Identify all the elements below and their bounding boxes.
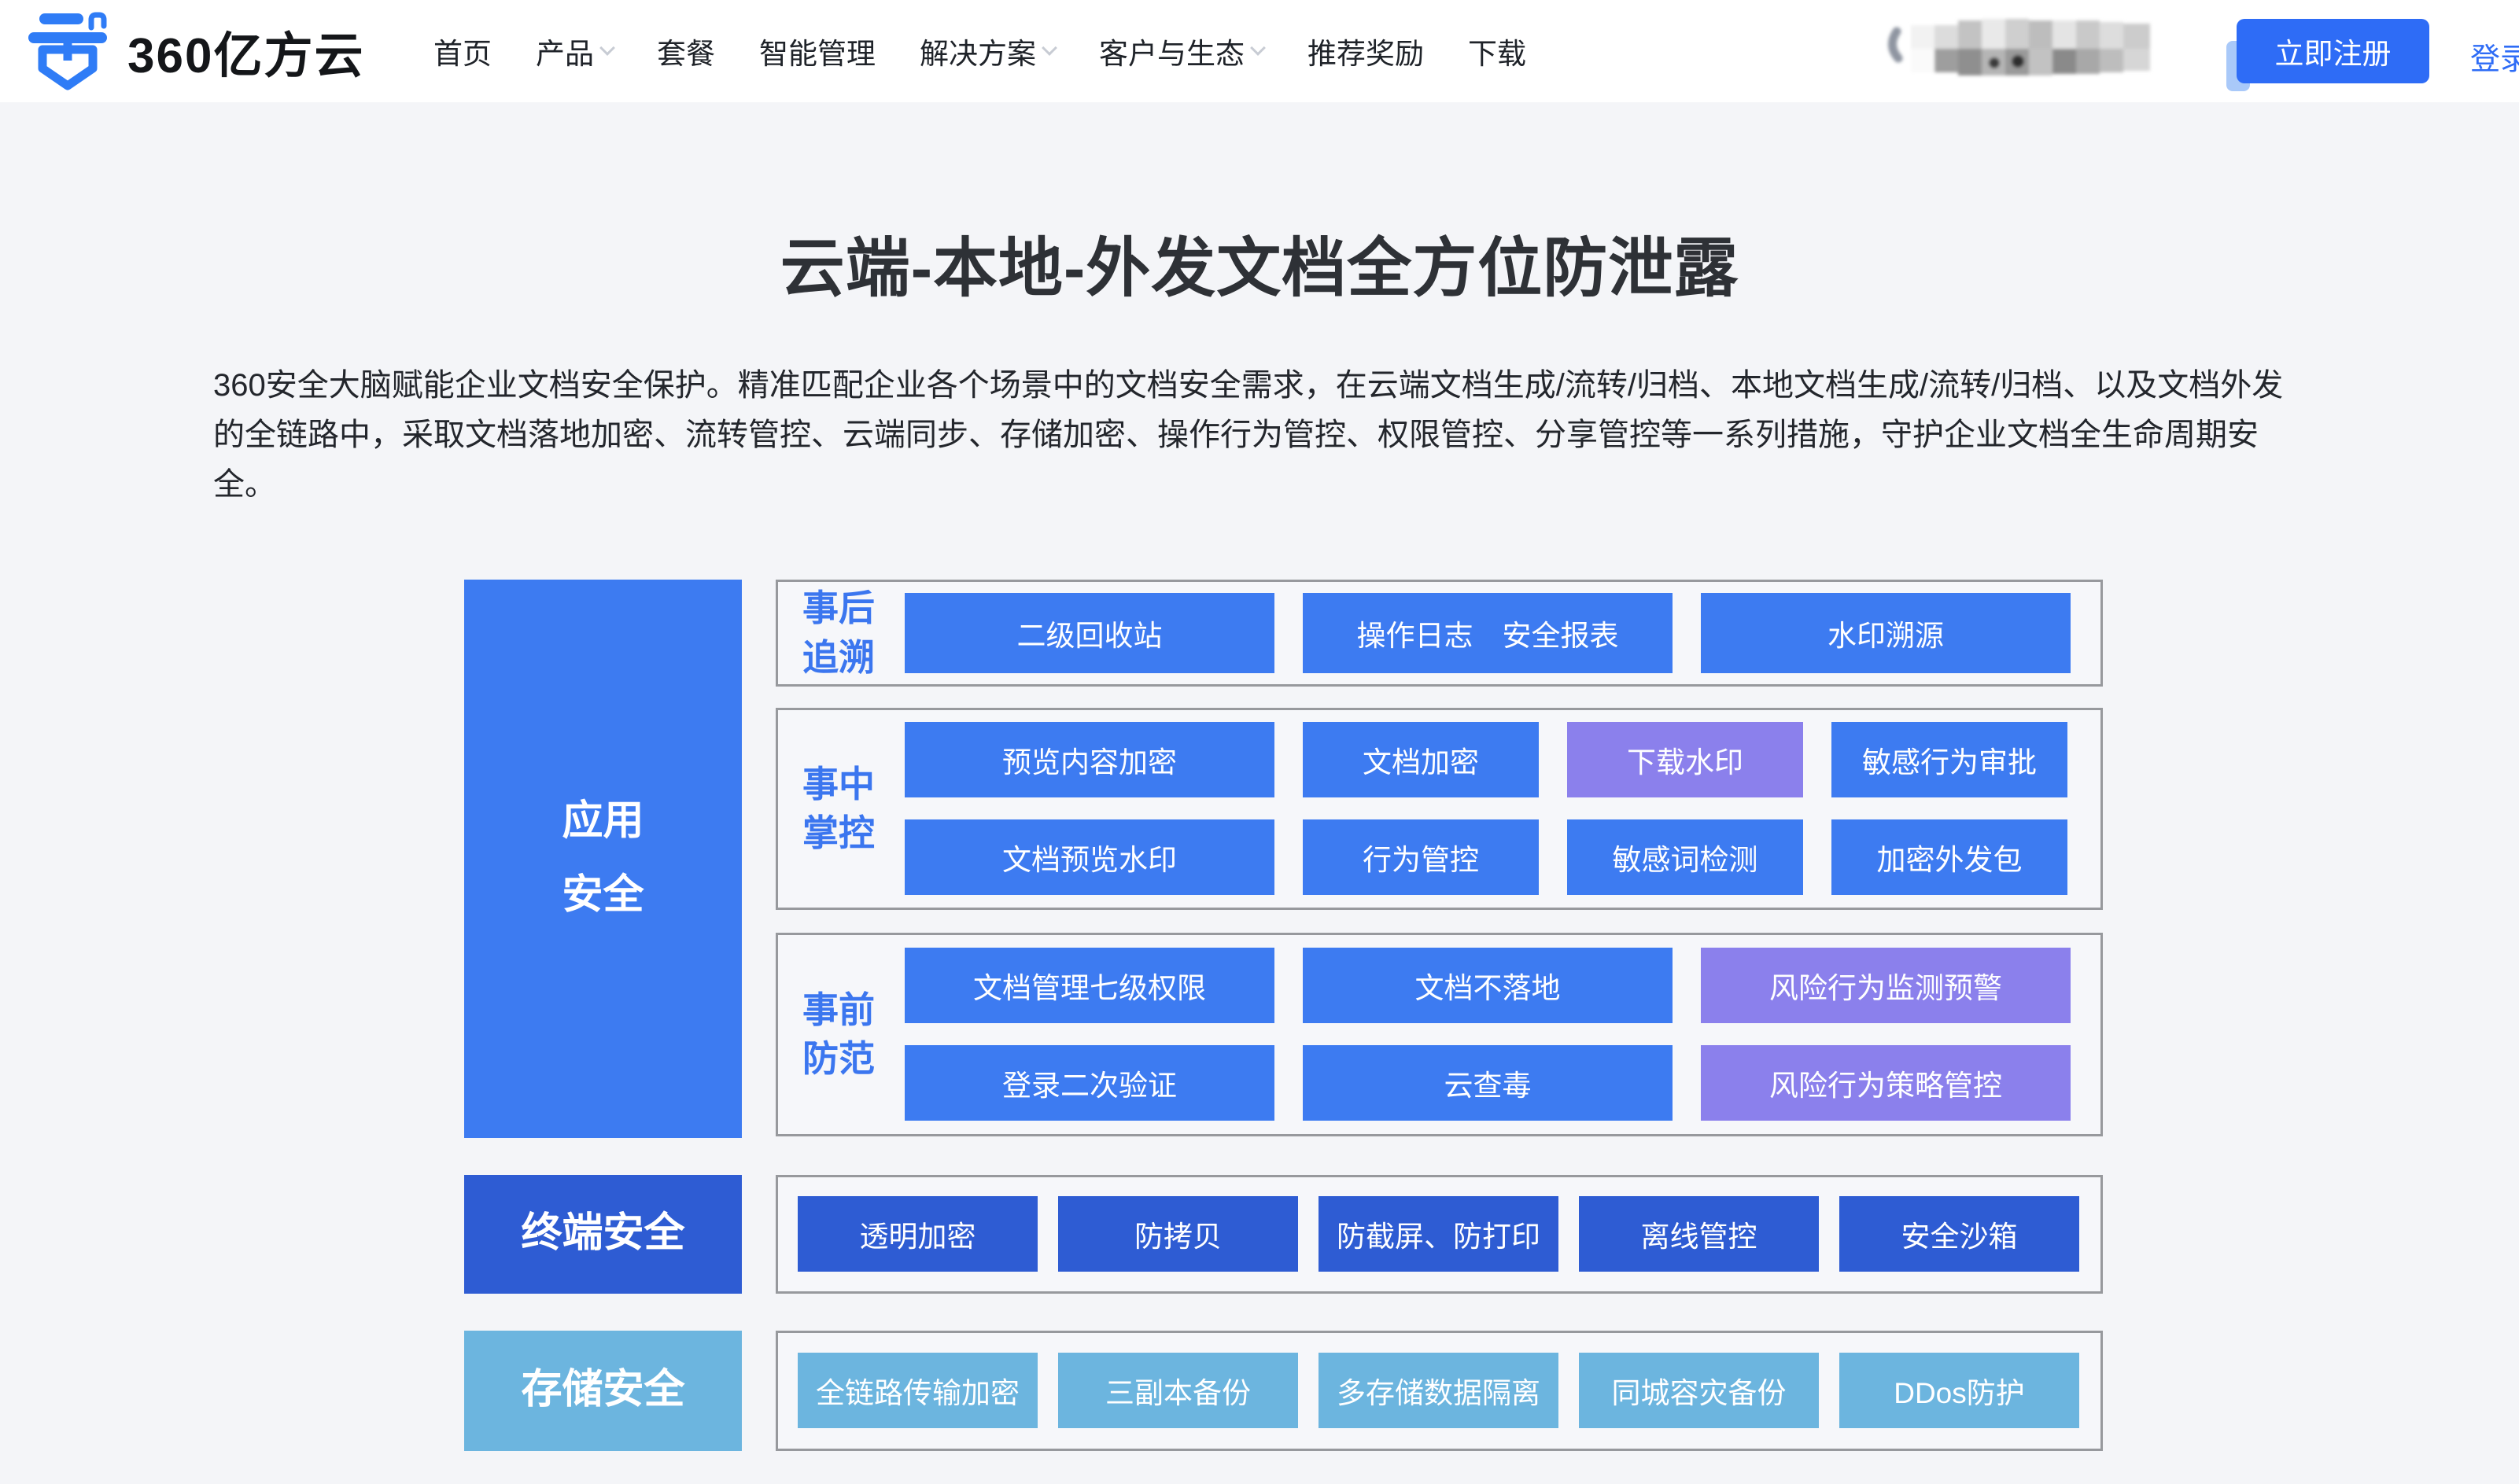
brand-logo-icon [24,9,112,94]
main-nav: 首页 产品 套餐 智能管理 解决方案 客户与生态 推荐奖励 下载 [433,0,1526,102]
chevron-down-icon [1250,40,1266,56]
feature-chip: 多存储数据隔离 [1319,1353,1558,1429]
feature-chip: 下载水印 [1567,722,1803,798]
nav-item-customers-ecosystem[interactable]: 客户与生态 [1099,30,1266,72]
feature-chip: 行为管控 [1303,819,1539,896]
feature-chip: 加密外发包 [1831,819,2067,896]
feature-chip: 敏感行为审批 [1831,722,2067,798]
feature-chip: 文档预览水印 [905,819,1274,896]
feature-chip: 安全沙箱 [1839,1196,2079,1272]
redacted-phone-number [1884,11,2161,87]
feature-chip: 文档管理七级权限 [905,948,1274,1024]
phase-box-in-process-control: 事中 掌控 预览内容加密 文档加密 下载水印 敏感行为审批 文档预览水印 行为管… [776,707,2103,910]
phase-label: 事后 追溯 [802,587,875,678]
register-button[interactable]: 立即注册 [2237,19,2429,83]
nav-item-download[interactable]: 下载 [1468,38,1526,70]
page-content: 云端-本地-外发文档全方位防泄露 360安全大脑赋能企业文档安全保护。精准匹配企… [0,102,2519,1453]
nav-item-solutions[interactable]: 解决方案 [920,30,1057,72]
phase-label: 事前 防范 [802,989,875,1080]
block-storage-security: 存储安全 [464,1330,742,1451]
feature-chip: 全链路传输加密 [798,1353,1038,1429]
chevron-down-icon [1042,40,1057,56]
nav-item-packages[interactable]: 套餐 [657,38,715,70]
feature-chip: 水印溯源 [1701,592,2071,673]
feature-chip: 登录二次验证 [905,1045,1274,1121]
feature-chip: 敏感词检测 [1567,819,1803,896]
phase-label: 事中 掌控 [802,763,875,854]
feature-chip: 透明加密 [798,1196,1038,1272]
feature-chip: 文档不落地 [1303,948,1673,1024]
feature-chip: 防拷贝 [1058,1196,1298,1272]
nav-item-home[interactable]: 首页 [433,38,492,70]
security-architecture-diagram: 应用 安全 终端安全 存储安全 事后 追溯 二级回收站 操作日志 安全报表 水印… [464,579,2103,1453]
feature-chip: 预览内容加密 [905,722,1274,798]
feature-chip: 风险行为监测预警 [1701,948,2071,1024]
login-link[interactable]: 登录 [2470,43,2519,76]
page-description: 360安全大脑赋能企业文档安全保护。精准匹配企业各个场景中的文档安全需求，在云端… [213,368,2284,503]
page-title: 云端-本地-外发文档全方位防泄露 [780,233,1739,304]
feature-chip: 文档加密 [1303,722,1539,798]
top-navbar: 360亿方云 首页 产品 套餐 智能管理 解决方案 客户与生态 推荐奖励 下载 [0,0,2519,102]
feature-chip: 三副本备份 [1058,1353,1298,1429]
feature-chip: 风险行为策略管控 [1701,1045,2071,1121]
feature-chip: DDos防护 [1839,1353,2079,1429]
feature-chip: 离线管控 [1579,1196,1819,1272]
nav-item-referral-rewards[interactable]: 推荐奖励 [1307,38,1424,70]
feature-box-storage-security: 全链路传输加密 三副本备份 多存储数据隔离 同城容灾备份 DDos防护 [776,1330,2103,1451]
feature-chip: 同城容灾备份 [1579,1353,1819,1429]
feature-chip: 二级回收站 [905,592,1274,673]
brand-logo[interactable]: 360亿方云 [24,0,364,102]
nav-item-products[interactable]: 产品 [536,30,615,72]
block-terminal-security: 终端安全 [464,1174,742,1294]
feature-chip: 操作日志 安全报表 [1303,592,1673,673]
feature-chip: 云查毒 [1303,1045,1673,1121]
feature-chip: 防截屏、防打印 [1319,1196,1558,1272]
brand-name: 360亿方云 [127,29,365,83]
chevron-down-icon [599,40,615,56]
nav-item-smart-management[interactable]: 智能管理 [759,38,876,70]
phase-box-pre-event-prevention: 事前 防范 文档管理七级权限 文档不落地 风险行为监测预警 登录二次验证 云查毒… [776,932,2103,1136]
phase-box-post-event-tracing: 事后 追溯 二级回收站 操作日志 安全报表 水印溯源 [776,579,2103,687]
feature-box-terminal-security: 透明加密 防拷贝 防截屏、防打印 离线管控 安全沙箱 [776,1174,2103,1294]
block-application-security: 应用 安全 [464,579,742,1138]
